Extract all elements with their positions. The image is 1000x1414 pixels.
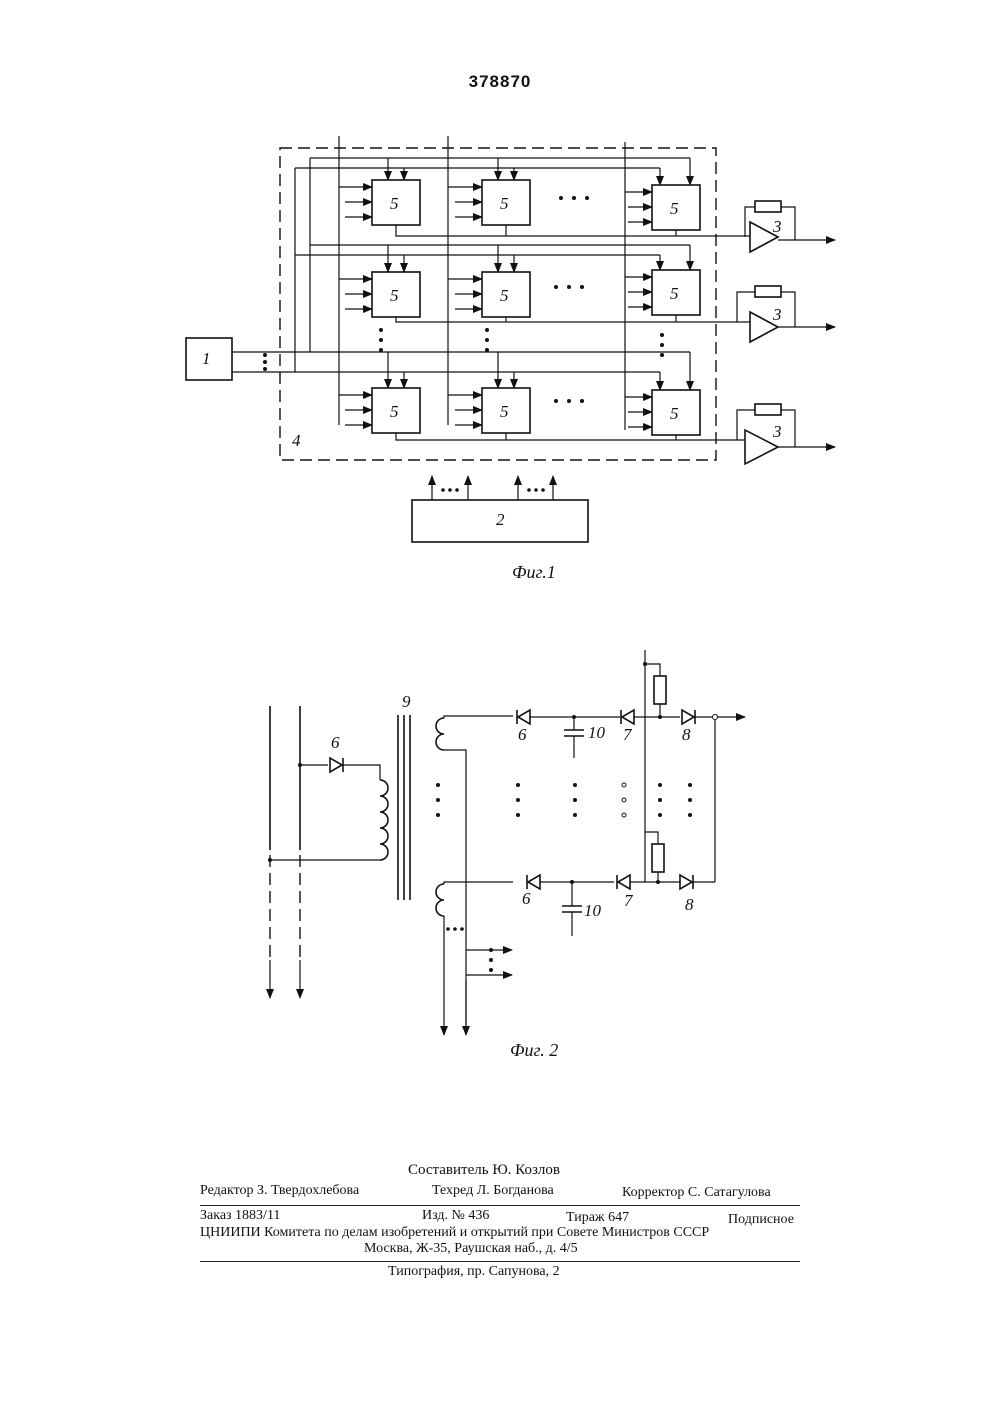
corrector: Корректор С. Сатагулова — [622, 1184, 771, 1201]
ellipsis-dots — [436, 783, 692, 972]
divider — [200, 1261, 800, 1262]
label-core: 9 — [402, 692, 411, 711]
label-diode-8: 8 — [685, 895, 694, 914]
label-cell: 5 — [500, 402, 509, 421]
organization: ЦНИИПИ Комитета по делам изобретений и о… — [200, 1224, 709, 1241]
label-cell: 5 — [670, 199, 679, 218]
label-diode-6: 6 — [518, 725, 527, 744]
cell-row2-col2 — [448, 245, 530, 317]
label-cell: 5 — [670, 284, 679, 303]
cell-row2-col1 — [339, 245, 420, 317]
label-cell: 5 — [500, 194, 509, 213]
edition: Изд. № 436 — [422, 1207, 489, 1224]
amplifier-row1 — [745, 201, 835, 252]
label-block-1: 1 — [202, 349, 211, 368]
figure-1-block-diagram: 1 2 4 3 3 3 5 5 5 5 5 5 5 5 5 Фиг.1 — [0, 0, 1000, 600]
label-cell: 5 — [390, 402, 399, 421]
compiler: Составитель Ю. Козлов — [408, 1162, 560, 1179]
label-capacitor: 10 — [588, 723, 606, 742]
label-matrix: 4 — [292, 431, 301, 450]
label-capacitor: 10 — [584, 901, 602, 920]
cell-row3-col3 — [625, 352, 700, 435]
order: Заказ 1883/11 — [200, 1207, 280, 1224]
label-cell: 5 — [390, 286, 399, 305]
cell-row3-col1 — [339, 352, 420, 433]
label-diode-7: 7 — [623, 725, 633, 744]
label-cell: 5 — [670, 404, 679, 423]
cell-row1-col3 — [625, 158, 700, 230]
subscription: Подписное — [728, 1211, 794, 1228]
label-cell: 5 — [500, 286, 509, 305]
printer: Типография, пр. Сапунова, 2 — [388, 1263, 560, 1280]
techred: Техред Л. Богданова — [432, 1182, 554, 1199]
divider — [200, 1205, 800, 1206]
figure-1-caption: Фиг.1 — [512, 562, 556, 582]
editor: Редактор З. Твердохлебова — [200, 1182, 359, 1199]
label-block-2: 2 — [496, 510, 505, 529]
label-cell: 5 — [390, 194, 399, 213]
label-diode-input: 6 — [331, 733, 340, 752]
label-amp-2: 3 — [772, 305, 782, 324]
label-diode-7: 7 — [624, 891, 634, 910]
label-diode-6: 6 — [522, 889, 531, 908]
cell-row3-col2 — [448, 352, 530, 433]
amplifier-row3 — [737, 404, 835, 464]
amplifier-row2 — [737, 286, 835, 342]
figure-2-circuit: 6 9 6 10 7 8 6 10 7 8 Фиг. 2 — [0, 640, 1000, 1070]
figure-2-caption: Фиг. 2 — [510, 1040, 558, 1060]
label-amp-1: 3 — [772, 217, 782, 236]
label-amp-3: 3 — [772, 422, 782, 441]
address: Москва, Ж-35, Раушская наб., д. 4/5 — [364, 1240, 578, 1257]
label-diode-8: 8 — [682, 725, 691, 744]
